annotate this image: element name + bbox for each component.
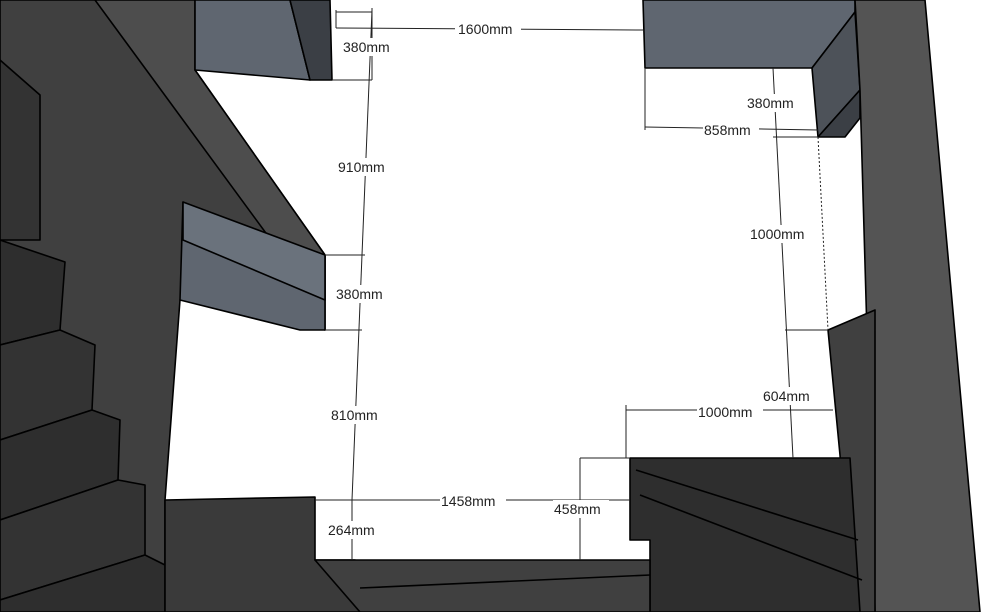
left-middle-beam — [179, 201, 326, 331]
top-right-beam — [642, 0, 861, 138]
bottom-right-step-line-2 — [639, 494, 863, 581]
label-bottom-width: 1458mm — [441, 493, 495, 509]
label-right-length: 1000mm — [750, 226, 804, 242]
top-right-beam-end — [817, 89, 861, 138]
label-top-width: 1600mm — [458, 21, 512, 37]
bottom-left-ledge — [164, 496, 361, 612]
stair-step-4 — [0, 479, 146, 601]
bottom-front-face — [314, 559, 651, 612]
stair-step-2 — [0, 329, 96, 441]
dimension-labels: 1600mm 380mm 380mm 858mm 910mm 1000mm 38… — [327, 20, 818, 539]
label-bottom-step-depth: 458mm — [554, 501, 601, 517]
label-bottom-right-width: 1000mm — [698, 404, 752, 420]
bottom-step-lines — [359, 574, 651, 589]
right-wall-face — [854, 0, 981, 612]
label-right-lower-depth: 604mm — [763, 388, 810, 404]
left-staircase — [0, 0, 326, 612]
left-middle-beam-top — [182, 201, 326, 301]
label-left-beam-depth: 380mm — [336, 286, 383, 302]
top-left-beam — [194, 0, 333, 81]
label-top-right-depth: 380mm — [747, 95, 794, 111]
dotted-reference-line — [817, 136, 829, 331]
right-wall-lower-block — [827, 309, 876, 612]
stair-step-3 — [0, 409, 121, 521]
label-bottom-left-depth: 264mm — [328, 522, 375, 538]
label-top-left-depth: 380mm — [343, 39, 390, 55]
bottom-floor-edge — [164, 496, 651, 612]
bottom-right-step-line-1 — [635, 469, 859, 541]
right-wall — [827, 0, 981, 612]
label-right-top-width: 858mm — [704, 122, 751, 138]
label-left-upper-length: 910mm — [338, 159, 385, 175]
bottom-right-stairs — [629, 457, 863, 612]
label-left-lower-length: 810mm — [331, 407, 378, 423]
left-upper-face — [0, 59, 41, 241]
